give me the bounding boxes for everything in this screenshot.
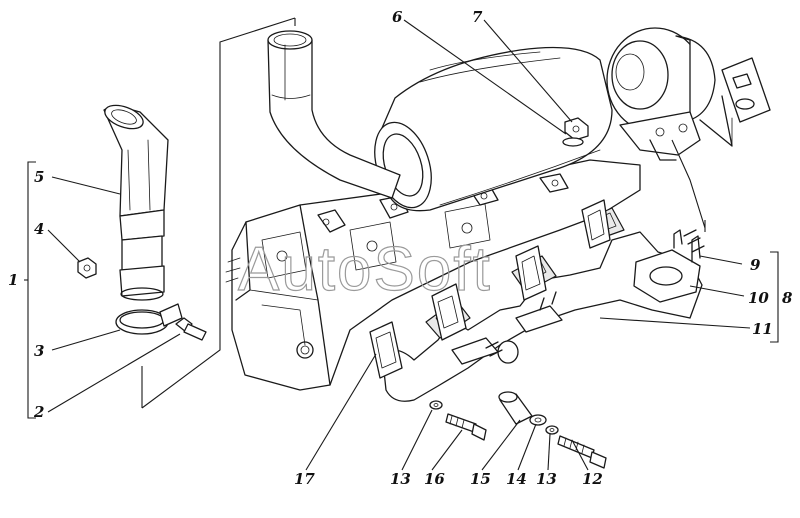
group-brackets: [24, 161, 779, 419]
callout-16: 16: [424, 470, 445, 488]
callout-7: 7: [472, 8, 483, 26]
callout-13-left: 13: [390, 470, 411, 488]
callout-10: 10: [748, 289, 769, 307]
callout-3: 3: [34, 342, 44, 360]
callout-5: 5: [34, 168, 44, 186]
callout-9: 9: [750, 256, 761, 274]
leader-lines: [47, 19, 751, 471]
bolt-2: [175, 317, 207, 341]
callout-4: 4: [34, 220, 44, 238]
callout-13-right: 13: [536, 470, 557, 488]
callout-numbers: 1 2 3 4 5 6 7 8 9 10 11 12 13 13 14 15 1…: [8, 8, 793, 488]
nut-4: [77, 257, 97, 279]
loose-fasteners: [429, 391, 607, 469]
intake-pipe: [267, 30, 401, 199]
callout-11: 11: [752, 320, 773, 338]
callout-15: 15: [470, 470, 491, 488]
callout-17: 17: [294, 470, 315, 488]
callout-12: 12: [582, 470, 603, 488]
engine-block: [225, 159, 641, 391]
callout-1: 1: [8, 271, 18, 289]
watermark-text: AutoSoft: [238, 235, 492, 304]
turbocharger: [606, 27, 716, 161]
air-cleaner-body: [374, 46, 613, 212]
exhaust-pipe: [103, 104, 169, 301]
callout-8: 8: [782, 289, 793, 307]
pipe-clamp: [115, 303, 183, 335]
callout-14: 14: [506, 470, 527, 488]
turbo-fastener-callout: [699, 57, 771, 147]
nut-washer-6-7: [562, 117, 589, 147]
callout-2: 2: [33, 403, 44, 421]
assembly-guide-lines: [141, 17, 706, 409]
manifold-gaskets: [369, 199, 611, 379]
callout-6: 6: [392, 8, 403, 26]
